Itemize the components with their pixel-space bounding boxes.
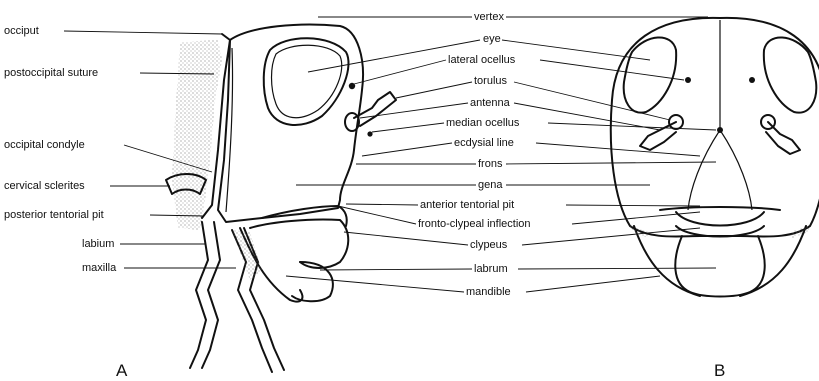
center-labels: vertex eye lateral ocellus torulus anten…: [286, 11, 716, 298]
label-anterior-tentorial-pit: anterior tentorial pit: [420, 199, 514, 211]
clypeus-a: [250, 219, 348, 268]
leader-torulus-left: [396, 82, 472, 98]
panel-label-a: A: [116, 361, 128, 380]
label-maxilla: maxilla: [82, 262, 117, 274]
leader-labrum-right: [518, 268, 716, 269]
lateral-ocellus-left-b: [685, 77, 691, 83]
label-clypeus: clypeus: [470, 239, 508, 251]
leader-torulus-right: [514, 82, 670, 120]
leader-antenna-left: [360, 103, 468, 118]
leader-ecdysial-line-left: [362, 143, 452, 156]
gena-stipple-left-b: [630, 226, 650, 238]
leader-mandible-left: [286, 276, 464, 292]
leader-frons-right: [506, 162, 716, 164]
head-capsule-lateral: [218, 25, 363, 222]
figure-a-lateral-view: [166, 25, 396, 372]
label-postoccipital-suture: postoccipital suture: [4, 67, 98, 79]
antenna-right-b: [766, 122, 800, 154]
leader-antenna-right: [514, 103, 660, 130]
median-ocellus-a: [367, 131, 372, 136]
labrum-b: [675, 236, 764, 297]
label-labrum: labrum: [474, 263, 508, 275]
label-labium: labium: [82, 238, 114, 250]
panel-label-b: B: [714, 361, 725, 380]
leader-lateral-ocellus-right: [540, 60, 684, 80]
label-vertex: vertex: [474, 11, 504, 23]
label-antenna: antenna: [470, 97, 511, 109]
label-ecdysial-line: ecdysial line: [454, 137, 514, 149]
leader-anterior-tentorial-pit-left: [346, 204, 418, 205]
leader-occiput: [64, 31, 222, 34]
label-eye: eye: [483, 33, 501, 45]
label-cervical-sclerites: cervical sclerites: [4, 180, 85, 192]
leader-median-ocellus-right: [548, 123, 716, 130]
label-lateral-ocellus: lateral ocellus: [448, 54, 516, 66]
leader-median-ocellus-left: [372, 123, 444, 132]
label-frons: frons: [478, 158, 503, 170]
ecdysial-arms-b: [688, 130, 752, 210]
leader-anterior-tentorial-pit-right: [566, 205, 700, 206]
label-median-ocellus: median ocellus: [446, 117, 520, 129]
median-ocellus-b: [717, 127, 723, 133]
labium-stipple: [232, 230, 262, 280]
lateral-ocellus-right-b: [749, 77, 755, 83]
figure-b-frontal-view: [611, 18, 819, 297]
leader-eye-right: [502, 40, 650, 60]
leader-labrum-left: [320, 269, 472, 270]
clypeus-b: [676, 212, 764, 237]
label-torulus: torulus: [474, 75, 508, 87]
gena-stipple-right-b: [790, 226, 810, 238]
leader-ecdysial-line-right: [536, 143, 700, 156]
neck-membrane: [172, 40, 222, 230]
leader-fronto-clypeal-left: [338, 206, 416, 224]
label-posterior-tentorial-pit: posterior tentorial pit: [4, 209, 104, 221]
leader-clypeus-left: [344, 232, 468, 245]
leader-lateral-ocellus-left: [354, 60, 446, 84]
label-mandible: mandible: [466, 286, 511, 298]
label-gena: gena: [478, 179, 503, 191]
label-occiput: occiput: [4, 25, 39, 37]
fronto-clypeal-inflection-b: [660, 207, 780, 210]
leader-fronto-clypeal-right: [572, 212, 700, 224]
compound-eye-lateral: [264, 38, 349, 125]
label-fronto-clypeal-inflection: fronto-clypeal inflection: [418, 218, 531, 230]
leader-mandible-right: [526, 276, 660, 292]
label-occipital-condyle: occipital condyle: [4, 139, 85, 151]
